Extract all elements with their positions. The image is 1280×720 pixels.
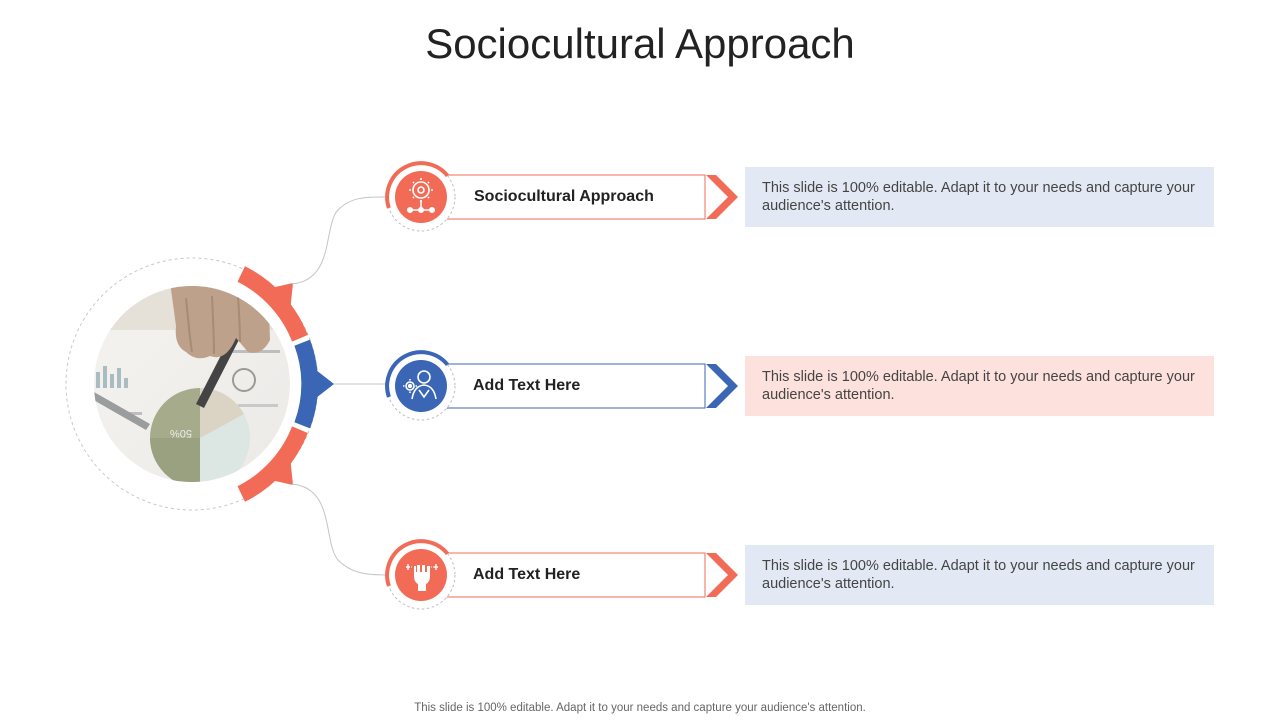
connector-bottom: [292, 484, 388, 575]
item-2-description: This slide is 100% editable. Adapt it to…: [745, 356, 1214, 416]
item-2-chevron: [706, 364, 738, 408]
item-2-label: Add Text Here: [473, 377, 580, 395]
connector-top: [292, 197, 388, 284]
item-3-description: This slide is 100% editable. Adapt it to…: [745, 545, 1214, 605]
arc-pointer-middle: [316, 370, 334, 398]
item-3-chevron: [706, 553, 738, 597]
center-photo: 50%: [90, 282, 300, 492]
footer-note: This slide is 100% editable. Adapt it to…: [0, 702, 1280, 714]
item-3-label: Add Text Here: [473, 566, 580, 584]
item-1-label: Sociocultural Approach: [474, 188, 654, 206]
item-1-description: This slide is 100% editable. Adapt it to…: [745, 167, 1214, 227]
item-1-chevron: [706, 175, 738, 219]
